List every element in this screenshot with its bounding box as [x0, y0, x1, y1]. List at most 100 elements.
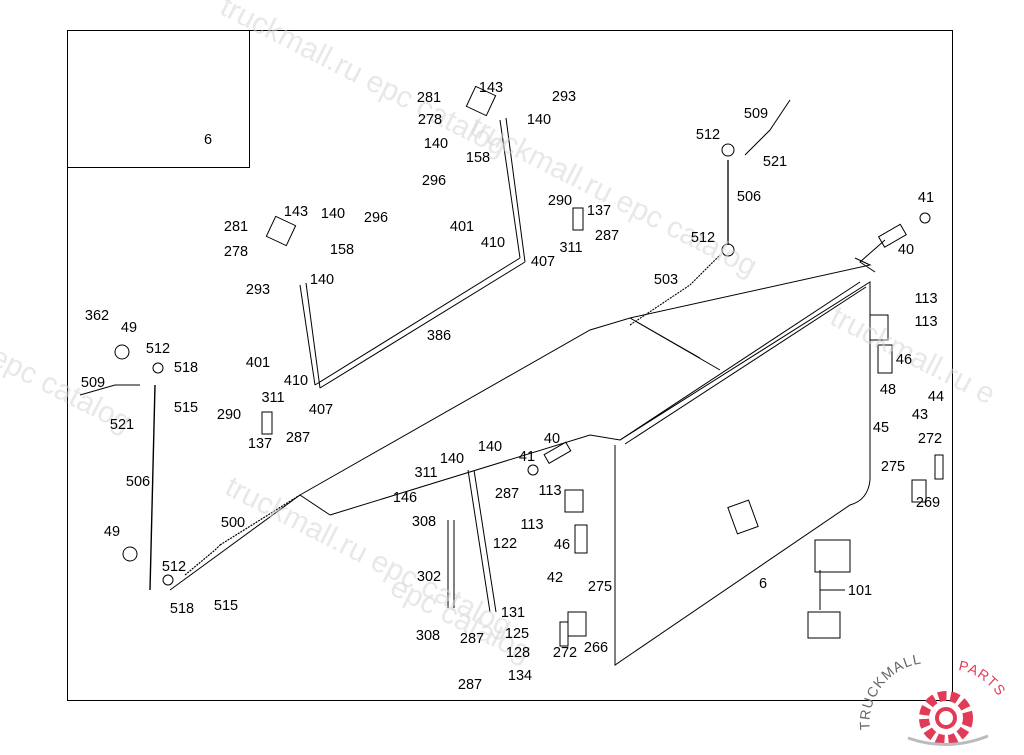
handle-recess [727, 499, 759, 535]
part-callout-42[interactable]: 42 [546, 569, 564, 586]
part-callout-146[interactable]: 146 [392, 489, 418, 506]
part-callout-43[interactable]: 43 [911, 406, 929, 423]
part-callout-281[interactable]: 281 [223, 218, 249, 235]
part-callout-410[interactable]: 410 [480, 234, 506, 251]
part-callout-46[interactable]: 46 [553, 536, 571, 553]
hinge-pin-40 [877, 223, 907, 248]
part-callout-122[interactable]: 122 [492, 535, 518, 552]
gear-icon [907, 691, 989, 746]
part-callout-512[interactable]: 512 [690, 229, 716, 246]
part-callout-287[interactable]: 287 [459, 630, 485, 647]
part-callout-506[interactable]: 506 [125, 473, 151, 490]
part-callout-40[interactable]: 40 [543, 430, 561, 447]
part-callout-407[interactable]: 407 [530, 253, 556, 270]
part-callout-401[interactable]: 401 [245, 354, 271, 371]
part-callout-140[interactable]: 140 [439, 450, 465, 467]
flap-panel-outline [329, 281, 871, 666]
part-callout-46[interactable]: 46 [895, 351, 913, 368]
part-callout-293[interactable]: 293 [245, 281, 271, 298]
part-callout-500[interactable]: 500 [220, 514, 246, 531]
part-callout-113[interactable]: 113 [914, 313, 938, 330]
part-callout-128[interactable]: 128 [505, 644, 531, 661]
part-callout-158[interactable]: 158 [465, 149, 491, 166]
part-callout-113[interactable]: 113 [538, 482, 562, 499]
part-callout-134[interactable]: 134 [507, 667, 533, 684]
part-callout-49[interactable]: 49 [103, 523, 121, 540]
part-callout-45[interactable]: 45 [872, 419, 890, 436]
part-callout-407[interactable]: 407 [308, 401, 334, 418]
part-callout-48[interactable]: 48 [879, 381, 897, 398]
part-callout-290[interactable]: 290 [547, 192, 573, 209]
part-callout-503[interactable]: 503 [653, 271, 679, 288]
part-callout-386[interactable]: 386 [426, 327, 452, 344]
part-callout-287[interactable]: 287 [494, 485, 520, 502]
part-callout-515[interactable]: 515 [213, 597, 239, 614]
part-callout-101[interactable]: 101 [847, 582, 873, 599]
part-callout-140[interactable]: 140 [477, 438, 503, 455]
part-callout-512[interactable]: 512 [161, 558, 187, 575]
part-callout-49[interactable]: 49 [120, 319, 138, 336]
part-callout-41[interactable]: 41 [917, 189, 935, 206]
part-callout-293[interactable]: 293 [551, 88, 577, 105]
part-callout-40[interactable]: 40 [897, 241, 915, 258]
diagram-frame [67, 30, 953, 701]
part-callout-311[interactable]: 311 [559, 239, 583, 256]
part-callout-143[interactable]: 143 [478, 79, 504, 96]
part-callout-137[interactable]: 137 [586, 202, 612, 219]
part-callout-140[interactable]: 140 [526, 111, 552, 128]
part-callout-113[interactable]: 113 [914, 290, 938, 307]
part-callout-125[interactable]: 125 [504, 625, 530, 642]
part-callout-287[interactable]: 287 [457, 676, 483, 693]
part-callout-512[interactable]: 512 [695, 126, 721, 143]
part-callout-278[interactable]: 278 [223, 243, 249, 260]
lock-insert-101 [807, 611, 841, 639]
part-callout-506[interactable]: 506 [736, 188, 762, 205]
part-callout-302[interactable]: 302 [416, 568, 442, 585]
part-callout-521[interactable]: 521 [109, 416, 135, 433]
part-callout-512[interactable]: 512 [145, 340, 171, 357]
part-callout-287[interactable]: 287 [285, 429, 311, 446]
part-callout-278[interactable]: 278 [417, 111, 443, 128]
part-callout-521[interactable]: 521 [762, 153, 788, 170]
part-callout-296[interactable]: 296 [421, 172, 447, 189]
cable-503 [629, 254, 721, 326]
part-callout-308[interactable]: 308 [415, 627, 441, 644]
part-callout-275[interactable]: 275 [587, 578, 613, 595]
part-callout-131[interactable]: 131 [500, 604, 526, 621]
part-callout-269[interactable]: 269 [915, 494, 941, 511]
part-callout-515[interactable]: 515 [173, 399, 199, 416]
clip-137-right [572, 207, 584, 231]
part-callout-6[interactable]: 6 [758, 575, 768, 592]
part-callout-281[interactable]: 281 [416, 89, 442, 106]
part-callout-275[interactable]: 275 [880, 458, 906, 475]
part-callout-44[interactable]: 44 [927, 388, 945, 405]
part-callout-272[interactable]: 272 [552, 644, 578, 661]
part-callout-158[interactable]: 158 [329, 241, 355, 258]
cable-506-left [149, 384, 156, 591]
part-callout-410[interactable]: 410 [283, 372, 309, 389]
part-callout-311[interactable]: 311 [414, 464, 438, 481]
part-callout-272[interactable]: 272 [917, 430, 943, 447]
part-callout-143[interactable]: 143 [283, 203, 309, 220]
part-callout-140[interactable]: 140 [309, 271, 335, 288]
handle-49-bottom [122, 546, 138, 562]
part-callout-509[interactable]: 509 [80, 374, 106, 391]
part-callout-518[interactable]: 518 [169, 600, 195, 617]
part-callout-140[interactable]: 140 [423, 135, 449, 152]
part-callout-41[interactable]: 41 [518, 448, 536, 465]
part-callout-287[interactable]: 287 [594, 227, 620, 244]
part-callout-137[interactable]: 137 [247, 435, 273, 452]
part-callout-308[interactable]: 308 [411, 513, 437, 530]
part-callout-296[interactable]: 296 [363, 209, 389, 226]
part-callout-311[interactable]: 311 [261, 389, 285, 406]
part-callout-509[interactable]: 509 [743, 105, 769, 122]
rod-302 [447, 520, 455, 608]
part-callout-290[interactable]: 290 [216, 406, 242, 423]
part-callout-266[interactable]: 266 [583, 639, 609, 656]
part-callout-362[interactable]: 362 [84, 307, 110, 324]
part-callout-6[interactable]: 6 [203, 131, 213, 148]
part-callout-140[interactable]: 140 [320, 205, 346, 222]
part-callout-113[interactable]: 113 [520, 516, 544, 533]
part-callout-518[interactable]: 518 [173, 359, 199, 376]
part-callout-401[interactable]: 401 [449, 218, 475, 235]
